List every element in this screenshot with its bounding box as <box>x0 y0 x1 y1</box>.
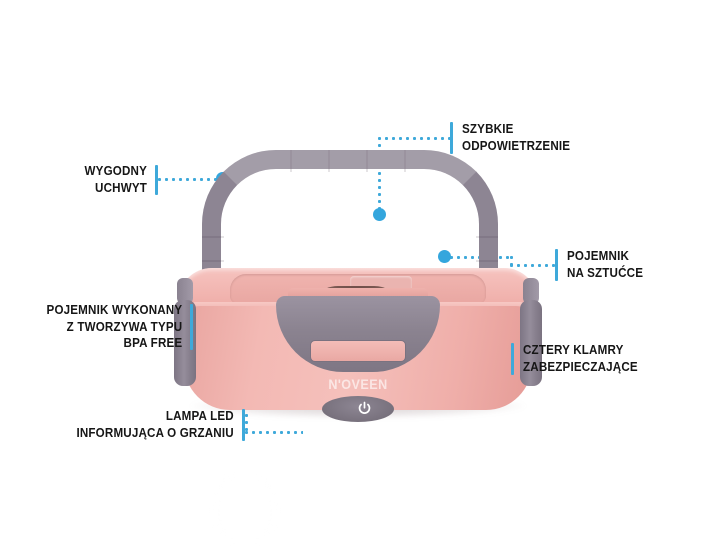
callout-material: POJEMNIK WYKONANY Z TWORZYWA TYPU BPA FR… <box>0 302 193 352</box>
security-clasp-right <box>520 300 542 386</box>
clasp-top-right <box>523 278 539 304</box>
connector-cutlery-v <box>510 256 513 266</box>
callout-led: LAMPA LED INFORMUJĄCA O GRZANIU <box>0 408 245 441</box>
callout-led-text: LAMPA LED INFORMUJĄCA O GRZANIU <box>76 408 234 440</box>
carry-handle <box>202 150 498 286</box>
callout-handle-text: WYGODNY UCHWYT <box>84 163 147 195</box>
callout-node-vent <box>373 208 386 221</box>
clasp-top-left <box>177 278 193 304</box>
callout-handle: WYGODNY UCHWYT <box>0 163 158 196</box>
connector-vent-v <box>378 137 381 213</box>
callout-cutlery-text: POJEMNIK NA SZTUĆCE <box>567 248 644 280</box>
callout-clasps-text: CZTERY KLAMRY ZABEZPIECZAJĄCE <box>523 342 638 374</box>
callout-clasps: CZTERY KLAMRY ZABEZPIECZAJĄCE <box>511 342 654 375</box>
power-icon <box>356 400 373 417</box>
body-highlight <box>210 472 280 546</box>
callout-vent-text: SZYBKIE ODPOWIETRZENIE <box>462 121 571 153</box>
callout-vent: SZYBKIE ODPOWIETRZENIE <box>450 121 585 154</box>
callout-cutlery: POJEMNIK NA SZTUĆCE <box>555 248 654 281</box>
callout-material-text: POJEMNIK WYKONANY Z TWORZYWA TYPU BPA FR… <box>46 302 182 350</box>
power-button[interactable] <box>322 396 394 422</box>
infographic-canvas: N'OVEEN WYGODNY UCHWYT SZYBKIE ODPOWIETR… <box>0 121 654 546</box>
product-image-lunchbox: N'OVEEN <box>174 150 542 546</box>
front-latch-slot <box>310 340 406 362</box>
connector-handle <box>158 178 220 181</box>
connector-vent-h <box>378 137 450 140</box>
connector-led-h <box>245 431 303 434</box>
brand-logo: N'OVEEN <box>328 376 388 392</box>
connector-cutlery-h2 <box>510 264 555 267</box>
